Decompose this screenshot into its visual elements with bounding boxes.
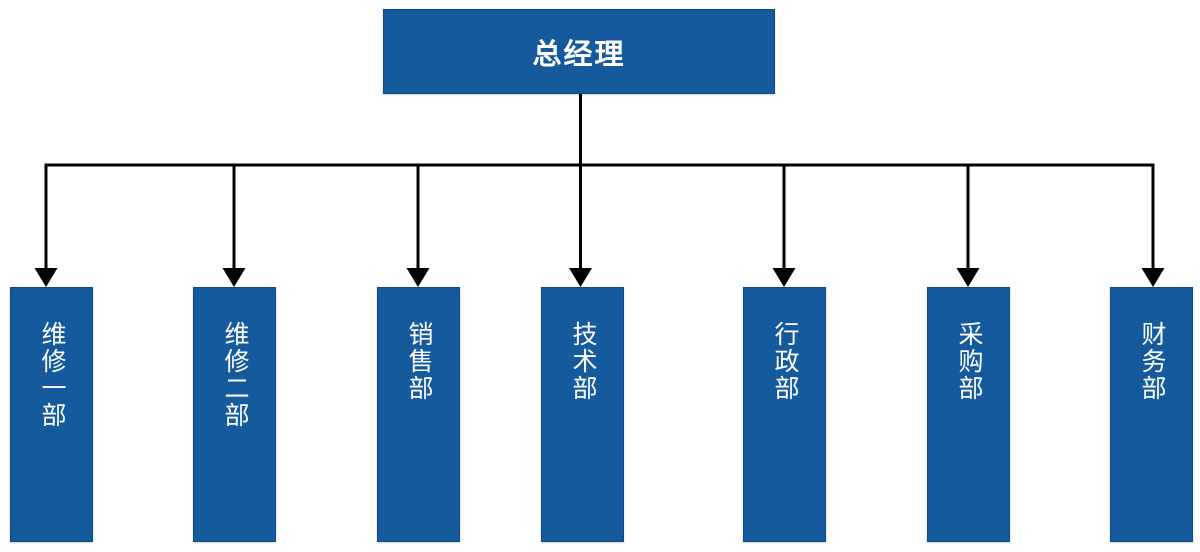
dept-label: 维修二部	[221, 321, 249, 429]
dept-label: 行政部	[771, 321, 799, 402]
drop-connector	[1141, 163, 1165, 287]
org-box-root: 总经理	[383, 9, 775, 94]
org-box-dept: 维修一部	[10, 287, 93, 542]
dept-label: 维修一部	[38, 321, 66, 429]
org-box-dept: 销售部	[377, 287, 460, 542]
arrowhead	[1141, 268, 1165, 287]
dept-label: 销售部	[405, 321, 433, 402]
root-label: 总经理	[532, 38, 626, 71]
drop-connector	[222, 163, 246, 287]
drop-connector	[406, 163, 430, 287]
arrowhead	[406, 268, 430, 287]
drop-connector	[772, 163, 796, 287]
drop-connector	[956, 163, 980, 287]
drop-connector	[569, 163, 592, 287]
dept-label: 技术部	[569, 321, 597, 402]
arrowhead	[772, 268, 796, 287]
arrowhead	[34, 268, 58, 287]
org-box-dept: 财务部	[1110, 287, 1193, 542]
org-box-dept: 技术部	[541, 287, 624, 542]
drop-connector	[34, 163, 58, 287]
arrowhead	[569, 268, 592, 287]
org-box-dept: 采购部	[927, 287, 1010, 542]
dept-label: 财务部	[1138, 321, 1166, 402]
arrowhead	[222, 268, 246, 287]
org-box-dept: 行政部	[743, 287, 826, 542]
org-box-dept: 维修二部	[193, 287, 276, 542]
dept-label: 采购部	[955, 321, 983, 402]
arrowhead	[956, 268, 980, 287]
